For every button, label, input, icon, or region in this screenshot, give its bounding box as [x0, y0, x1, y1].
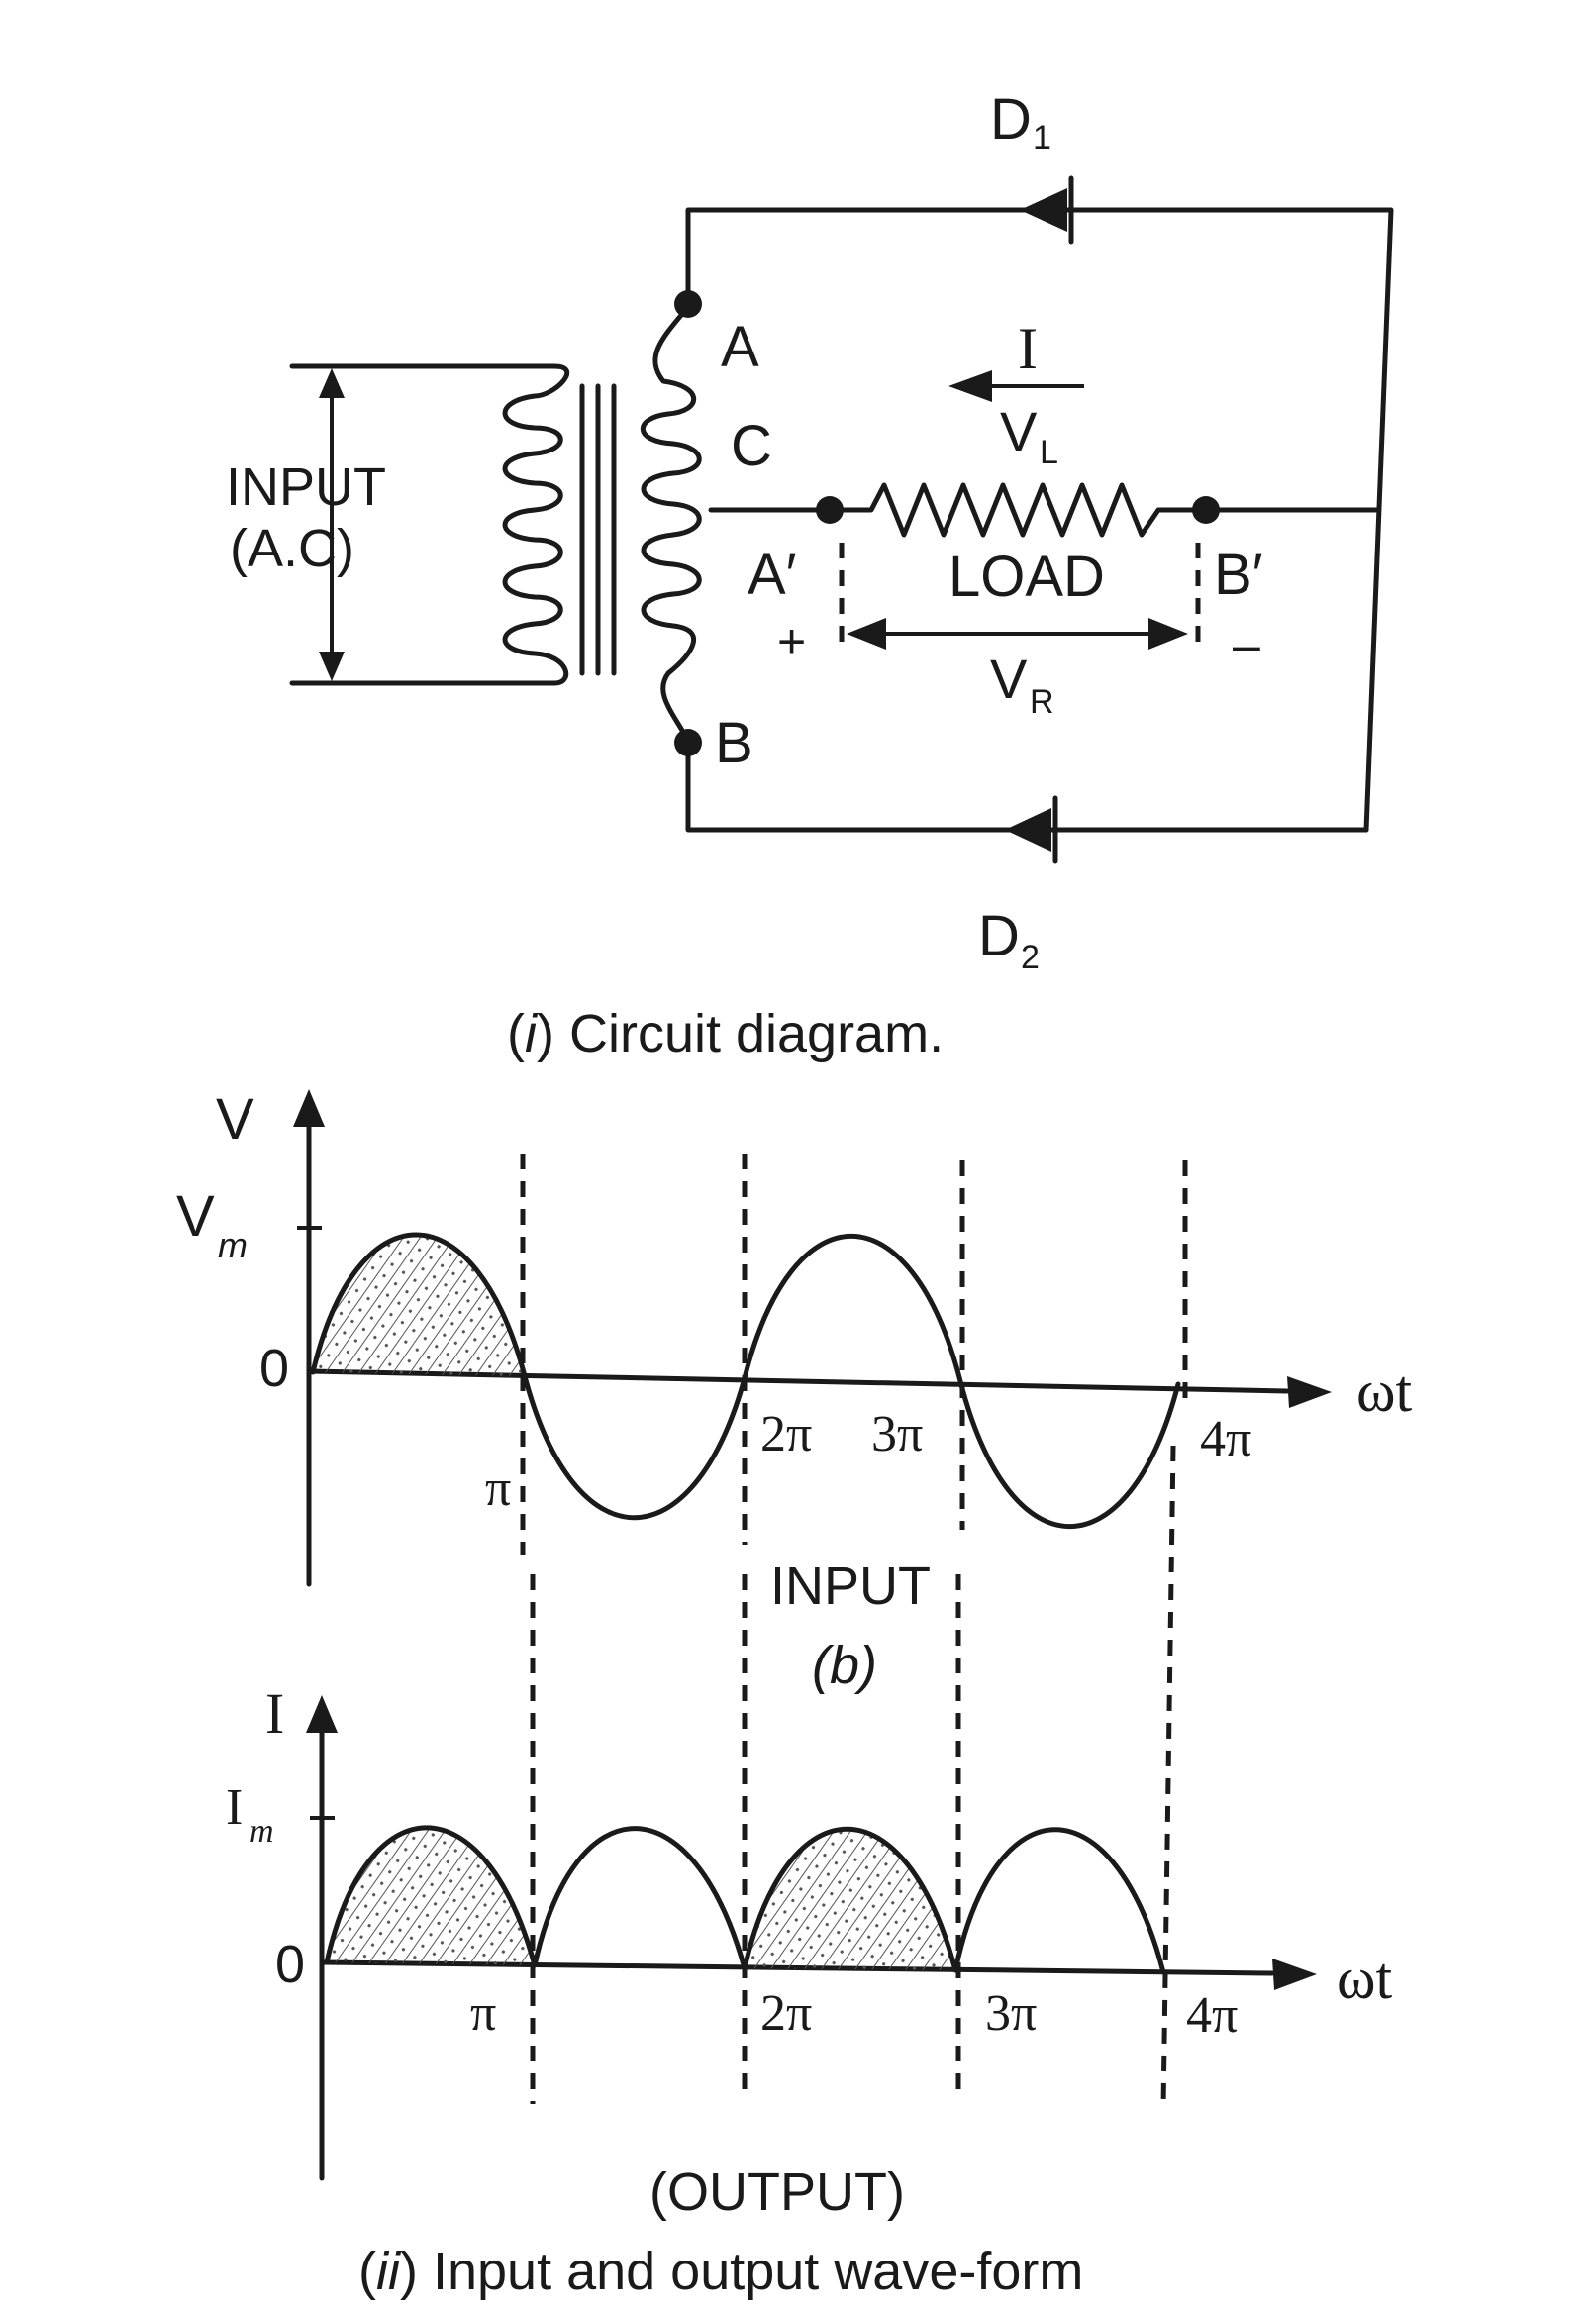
- primary-coil: [502, 363, 570, 686]
- circuit-caption: (i) Circuit diagram.: [507, 1004, 944, 1063]
- diode-d1-branch: [685, 175, 1394, 833]
- node-c-label: C: [731, 414, 772, 478]
- input-x-label: ωt: [1356, 1358, 1412, 1424]
- input-tick-4pi: 4π: [1200, 1411, 1251, 1467]
- d2-label: D: [978, 904, 1020, 968]
- vr-subscript: R: [1030, 683, 1054, 721]
- input-wires: [289, 363, 557, 686]
- plus-sign: +: [777, 614, 806, 669]
- input-peak-label: V: [176, 1184, 215, 1249]
- input-origin-label: 0: [259, 1339, 289, 1398]
- diode-d2-symbol: [1005, 808, 1051, 852]
- d2-subscript: 2: [1021, 939, 1040, 976]
- vl-label: V: [1000, 400, 1038, 462]
- secondary-coil: [640, 304, 702, 744]
- node-a-prime-label: A′: [748, 543, 797, 607]
- input-y-arrow: [293, 1089, 325, 1127]
- node-b-prime-label: B′: [1214, 543, 1263, 607]
- output-y-arrow: [306, 1695, 338, 1733]
- output-waveform-graph: I I m 0 ωt π 2π 3π 4π (OUTPUT): [226, 1445, 1392, 2222]
- waveform-caption: (ii) Input and output wave-form: [358, 2242, 1083, 2301]
- output-tick-2pi: 2π: [760, 1985, 812, 2042]
- transformer-core: [579, 383, 617, 676]
- output-x-arrow: [1272, 1959, 1317, 1990]
- output-hatched-area-2: [745, 1829, 955, 1970]
- output-tick-3pi: 3π: [985, 1985, 1037, 2042]
- input-x-arrow: [1287, 1376, 1332, 1408]
- output-x-label: ωt: [1337, 1946, 1392, 2011]
- d1-label: D: [990, 87, 1032, 151]
- vr-arrow: [847, 618, 1188, 650]
- output-hatched-area-1: [327, 1827, 535, 1965]
- input-peak-subscript: m: [218, 1225, 248, 1265]
- output-origin-label: 0: [275, 1935, 305, 1994]
- diode-d1-symbol: [1020, 188, 1067, 232]
- output-tick-pi: π: [470, 1985, 496, 2042]
- vr-label: V: [990, 648, 1028, 710]
- input-tick-3pi: 3π: [871, 1406, 923, 1462]
- output-4pi-gridline: [1160, 1445, 1176, 2110]
- d1-subscript: 1: [1033, 119, 1051, 156]
- diode-d2-branch: [685, 740, 1369, 864]
- input-label-line1: INPUT: [226, 457, 386, 517]
- input-graph-sublabel: (b): [812, 1636, 877, 1695]
- node-a-label: A: [721, 315, 759, 379]
- input-waveform-graph: V V m 0 ωt π 2π 3π 4π INPUT (b): [176, 1087, 1412, 1695]
- vl-subscript: L: [1040, 434, 1058, 471]
- input-y-label: V: [216, 1087, 254, 1152]
- output-graph-label: (OUTPUT): [649, 2162, 905, 2222]
- input-graph-label: INPUT: [770, 1557, 931, 1616]
- load-label: LOAD: [948, 545, 1105, 609]
- input-hatched-area: [313, 1234, 525, 1376]
- current-arrow: [948, 370, 1084, 402]
- output-peak-label: I: [226, 1779, 243, 1836]
- circuit-diagram: INPUT (A.C): [226, 87, 1394, 976]
- output-peak-subscript: m: [249, 1813, 274, 1850]
- node-b-label: B: [715, 711, 753, 775]
- load-resistor: [827, 482, 1209, 538]
- output-y-label: I: [265, 1681, 284, 1746]
- input-voltage-arrow: [319, 368, 345, 681]
- input-label-line2: (A.C): [230, 519, 354, 578]
- input-tick-pi: π: [485, 1460, 511, 1517]
- output-tick-4pi: 4π: [1186, 1987, 1238, 2044]
- current-label: I: [1018, 316, 1038, 381]
- minus-sign: –: [1233, 617, 1260, 672]
- input-tick-2pi: 2π: [760, 1406, 812, 1462]
